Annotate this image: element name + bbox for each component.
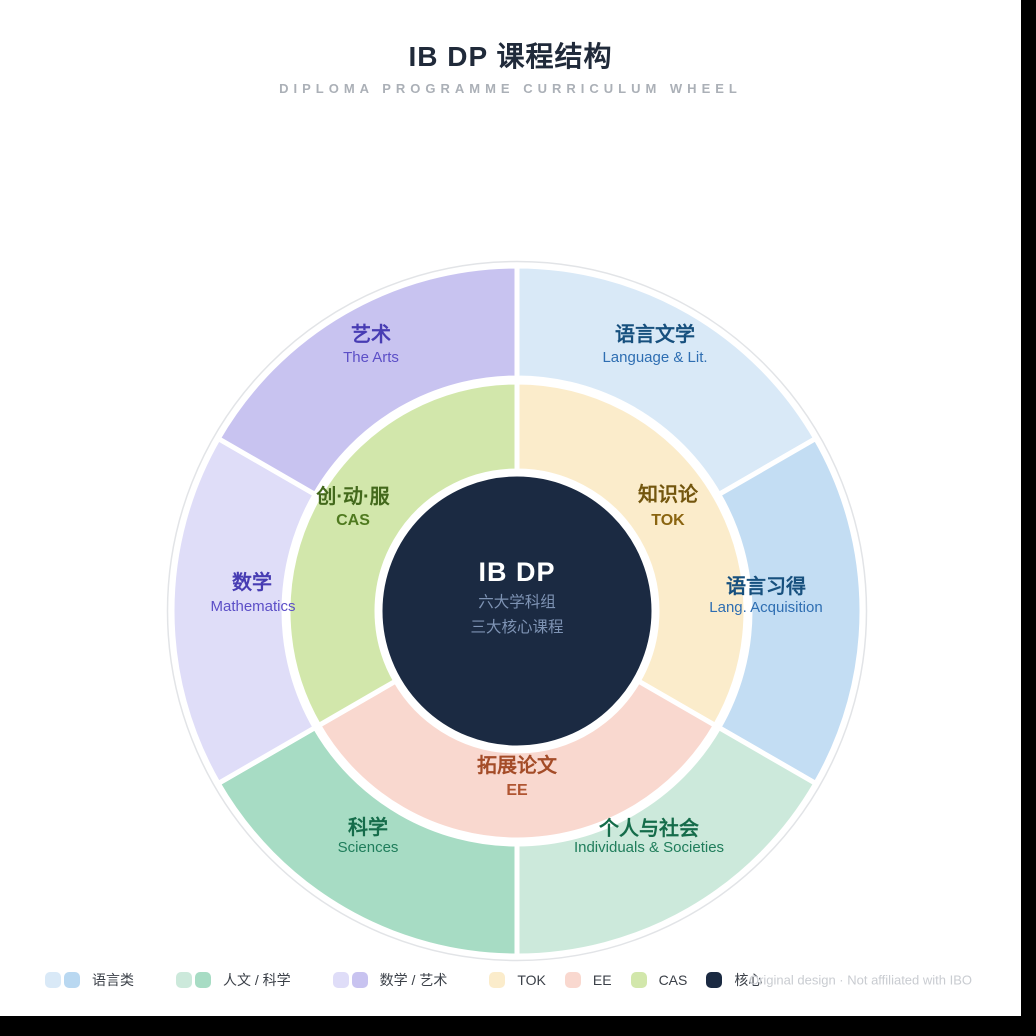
legend-item: TOK — [489, 972, 546, 988]
inner-segment-ee — [315, 677, 719, 843]
legend-swatch-icon — [64, 972, 80, 988]
footer-note: Original design · Not affiliated with IB… — [748, 972, 972, 988]
outer-label-language-literature: 语言文学 — [615, 322, 695, 346]
outer-segment-arts — [214, 263, 520, 498]
legend-swatch-icon — [489, 972, 506, 988]
outer-label-mathematics: 数学 — [232, 570, 272, 594]
inner-label-ee: 拓展论文 — [477, 753, 558, 777]
core-circle — [377, 471, 657, 751]
outer-label-individuals-societies: 个人与社会 — [598, 816, 699, 840]
inner-sublabel-tok: TOK — [651, 512, 685, 529]
outer-sublabel-individuals-societies: Individuals & Societies — [574, 839, 724, 856]
core-subtitle-line2: 三大核心课程 — [470, 618, 563, 636]
legend-item: 核心 — [706, 970, 762, 990]
inner-segment-cas — [285, 379, 520, 729]
legend-swatch-icon — [195, 972, 211, 988]
inner-label-cas: 创·动·服 — [315, 484, 390, 508]
core-subtitle-line1: 六大学科组 — [478, 593, 556, 611]
wheel-outline — [166, 260, 868, 962]
outer-sublabel-arts: The Arts — [343, 349, 399, 366]
legend-item-label: CAS — [658, 972, 688, 988]
legend-swatch-icon — [351, 972, 368, 988]
legend-item-label: 核心 — [734, 972, 763, 988]
outer-label-sciences: 科学 — [348, 815, 388, 839]
legend: 语言类 人文 / 科学 数学 / 艺术 TOK EE CAS 核心 — [0, 970, 781, 990]
outer-sublabel-language-acquisition: Lang. Acquisition — [709, 599, 822, 616]
legend-item: CAS — [630, 972, 688, 988]
page-title: IB DP 课程结构 — [408, 41, 613, 72]
legend-swatch-icon — [176, 972, 192, 988]
outer-sublabel-mathematics: Mathematics — [210, 598, 295, 615]
legend-swatch-icon — [45, 972, 61, 988]
inner-sublabel-cas: CAS — [336, 512, 370, 529]
inner-sublabel-ee: EE — [506, 782, 528, 799]
legend-swatch-icon — [564, 972, 581, 988]
outer-sublabel-language-literature: Language & Lit. — [602, 349, 707, 366]
outer-label-arts: 艺术 — [351, 322, 391, 346]
outer-sublabel-sciences: Sciences — [338, 839, 399, 856]
header: IB DP 课程结构 DIPLOMA PROGRAMME CURRICULUM … — [0, 41, 1021, 97]
outer-label-language-acquisition: 语言习得 — [726, 574, 806, 598]
legend-item: 人文 / 科学 — [176, 970, 291, 990]
legend-swatch-icon — [630, 972, 647, 988]
legend-bar: 语言类 人文 / 科学 数学 / 艺术 TOK EE CAS 核心 Original des… — [0, 963, 1021, 997]
legend-item: 语言类 — [45, 970, 134, 990]
legend-swatch-icon — [706, 972, 723, 988]
legend-item: 数学 / 艺术 — [332, 970, 448, 990]
legend-item: EE — [564, 972, 612, 988]
page: IB DP 课程结构 DIPLOMA PROGRAMME CURRICULUM … — [0, 0, 1021, 1016]
legend-swatch-icon — [332, 972, 349, 988]
legend-item-label: 人文 / 科学 — [223, 972, 291, 988]
legend-item-label: TOK — [517, 972, 546, 988]
legend-item-label: EE — [592, 972, 612, 988]
inner-label-tok: 知识论 — [638, 482, 699, 506]
legend-item-label: 语言类 — [92, 972, 134, 988]
core-title: IB DP — [478, 557, 555, 587]
page-subtitle: DIPLOMA PROGRAMME CURRICULUM WHEEL — [279, 81, 742, 96]
inner-segment-tok — [514, 379, 749, 729]
legend-item-label: 数学 / 艺术 — [379, 972, 448, 988]
